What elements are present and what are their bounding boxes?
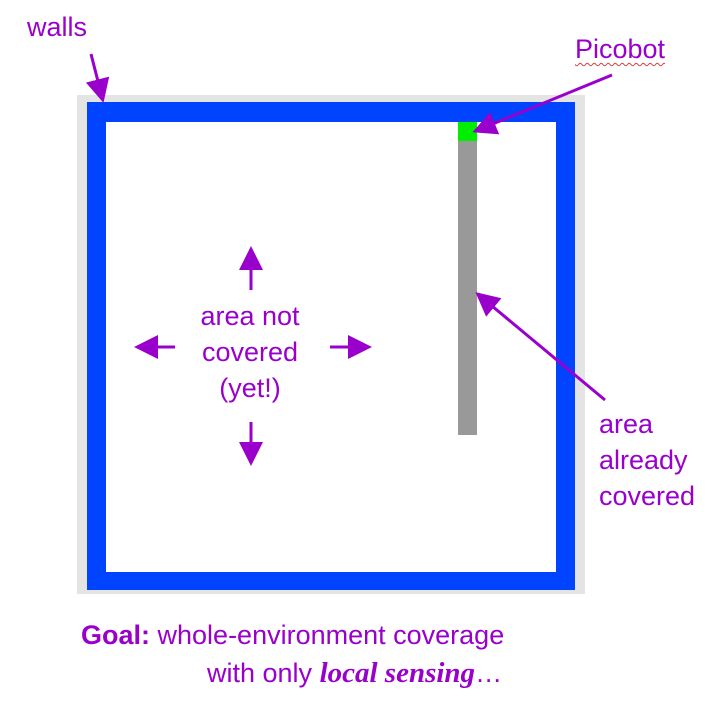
not-covered-line: covered	[201, 337, 299, 367]
covered-label: area already covered	[599, 406, 695, 514]
picobot-label: Picobot	[575, 34, 666, 64]
picobot-robot	[458, 122, 477, 141]
picobot-arrow	[472, 73, 613, 135]
caption-prefix: with only	[207, 658, 320, 688]
covered-line: area	[599, 409, 654, 439]
goal-label: Goal:	[81, 620, 151, 650]
local-sensing-emphasis: local sensing	[319, 657, 476, 689]
goal-text: whole-environment coverage	[150, 620, 505, 650]
caption-line-2: with only local sensing…	[207, 655, 502, 691]
not-covered-line: area not	[200, 301, 300, 331]
not-covered-line: (yet!)	[219, 373, 281, 403]
covered-arrow	[475, 292, 606, 402]
walls-label: walls	[27, 12, 88, 42]
caption-ellipsis: …	[475, 658, 503, 688]
caption-line-1: Goal: whole-environment coverage	[81, 617, 504, 653]
not-covered-label: area not covered (yet!)	[170, 298, 330, 406]
walls-arrow	[85, 53, 110, 103]
covered-line: already	[599, 445, 688, 475]
covered-line: covered	[599, 481, 696, 511]
covered-area	[458, 141, 477, 435]
